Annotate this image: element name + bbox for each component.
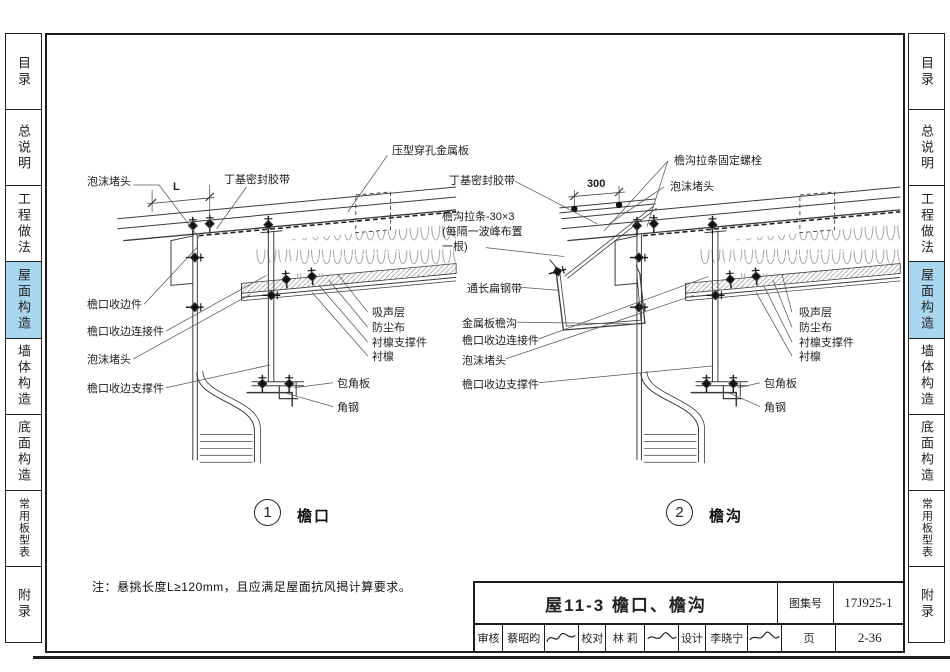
label-trim-support: 檐口收边支撑件 bbox=[462, 379, 539, 391]
reviewer-label: 审核 bbox=[477, 633, 500, 645]
label-gutter-tie-rod-note: (每隔一波峰布置 bbox=[442, 226, 523, 238]
label-corner-plate: 包角板 bbox=[764, 378, 797, 390]
tab-general-notes: 总说明 bbox=[6, 110, 41, 187]
tab-roof-construction: 屋面构造 bbox=[909, 262, 944, 339]
label-liner-purlin: 衬檩 bbox=[372, 351, 394, 363]
drawing-title: 屋11-3 檐口、檐沟 bbox=[545, 595, 707, 615]
tab-panel-type-table: 常用板型表 bbox=[6, 490, 41, 567]
tab-appendix: 附录 bbox=[6, 566, 41, 642]
label-butyl-tape: 丁基密封胶带 bbox=[224, 174, 290, 186]
title-block-row-people: 审核 蔡昭昀 校对 林 莉 设计 李晓宁 页 2-36 bbox=[475, 625, 903, 651]
label-butyl-tape: 丁基密封胶带 bbox=[449, 175, 515, 187]
label-liner-purlin-support: 衬檩支撑件 bbox=[372, 337, 427, 349]
label-liner-purlin-support: 衬檩支撑件 bbox=[799, 337, 854, 349]
detail-caption-gutter: 檐沟 bbox=[709, 508, 744, 525]
tab-contents: 目录 bbox=[6, 34, 41, 111]
label-sound-absorbing-layer: 吸声层 bbox=[372, 307, 405, 319]
dim-overhang-l: L bbox=[173, 181, 180, 193]
tab-appendix: 附录 bbox=[909, 566, 944, 642]
designer-label: 设计 bbox=[678, 625, 705, 651]
label-sound-absorbing-layer: 吸声层 bbox=[799, 307, 832, 319]
drawing-frame: 泡沫堵头 L 丁基密封胶带 压型穿孔金属板 檐口收边件 檐口收边连接件 泡沫堵头… bbox=[45, 33, 905, 653]
label-angle-steel: 角钢 bbox=[337, 402, 359, 414]
reviewer-name: 蔡昭昀 bbox=[501, 625, 544, 651]
detail-caption-eave: 檐口 bbox=[297, 508, 332, 525]
checker-label: 校对 bbox=[578, 625, 605, 651]
reviewer-signature-icon bbox=[544, 625, 578, 651]
label-dust-cloth: 防尘布 bbox=[372, 322, 405, 334]
right-tab-column: 目录 总说明 工程做法 屋面构造 墙体构造 底面构造 常用板型表 附录 bbox=[908, 33, 945, 643]
label-corner-plate: 包角板 bbox=[337, 378, 370, 390]
label-gutter-tie-bolt: 檐沟拉条固定螺栓 bbox=[674, 155, 762, 167]
label-metal-gutter: 金属板檐沟 bbox=[462, 318, 517, 330]
tab-panel-type-table: 常用板型表 bbox=[909, 490, 944, 567]
title-block: 屋11-3 檐口、檐沟 图集号 17J925-1 审核 蔡昭昀 校对 林 莉 设… bbox=[473, 581, 903, 651]
designer-name: 李晓宁 bbox=[705, 625, 747, 651]
tab-engineering-practice: 工程做法 bbox=[6, 186, 41, 263]
checker-signature-icon bbox=[644, 625, 678, 651]
label-angle-steel: 角钢 bbox=[764, 402, 786, 414]
label-gutter-tie-rod-note2: 一根) bbox=[442, 241, 468, 253]
detail-number-badge: 2 bbox=[666, 499, 693, 526]
tab-engineering-practice: 工程做法 bbox=[909, 186, 944, 263]
bottom-rule bbox=[33, 656, 950, 659]
label-foam-plug: 泡沫堵头 bbox=[87, 176, 131, 188]
tab-roof-construction: 屋面构造 bbox=[6, 262, 41, 339]
label-eave-trim: 檐口收边件 bbox=[87, 299, 142, 311]
tab-wall-construction: 墙体构造 bbox=[6, 338, 41, 415]
designer-signature-icon bbox=[747, 625, 781, 651]
detail-drawing-art bbox=[47, 155, 903, 651]
label-trim-support: 檐口收边支撑件 bbox=[87, 383, 164, 395]
label-gutter-tie-rod: 檐沟拉条-30×3 bbox=[442, 211, 515, 223]
label-foam-plug: 泡沫堵头 bbox=[670, 181, 714, 193]
detail-number-badge: 1 bbox=[254, 499, 281, 526]
dim-300: 300 bbox=[587, 178, 606, 190]
page-number: 2-36 bbox=[835, 625, 903, 651]
tab-bottom-construction: 底面构造 bbox=[6, 414, 41, 491]
atlas-number-label: 图集号 bbox=[777, 583, 833, 623]
label-liner-purlin: 衬檩 bbox=[799, 351, 821, 363]
left-tab-column: 目录 总说明 工程做法 屋面构造 墙体构造 底面构造 常用板型表 附录 bbox=[5, 33, 42, 643]
tab-bottom-construction: 底面构造 bbox=[909, 414, 944, 491]
tab-general-notes: 总说明 bbox=[909, 110, 944, 187]
label-foam-plug: 泡沫堵头 bbox=[462, 355, 506, 367]
atlas-number: 17J925-1 bbox=[833, 583, 903, 623]
label-perforated-panel: 压型穿孔金属板 bbox=[392, 145, 469, 157]
title-block-row-title: 屋11-3 檐口、檐沟 图集号 17J925-1 bbox=[475, 583, 903, 625]
label-flat-steel-strip: 通长扁钢带 bbox=[467, 283, 522, 295]
checker-name: 林 莉 bbox=[605, 625, 644, 651]
label-foam-plug: 泡沫堵头 bbox=[87, 354, 131, 366]
page-label: 页 bbox=[781, 625, 835, 651]
drawing-note: 注：悬挑长度L≥120mm，且应满足屋面抗风揭计算要求。 bbox=[92, 580, 412, 594]
label-dust-cloth: 防尘布 bbox=[799, 322, 832, 334]
tab-contents: 目录 bbox=[909, 34, 944, 111]
label-trim-connector: 檐口收边连接件 bbox=[462, 335, 539, 347]
tab-wall-construction: 墙体构造 bbox=[909, 338, 944, 415]
label-trim-connector: 檐口收边连接件 bbox=[87, 326, 164, 338]
